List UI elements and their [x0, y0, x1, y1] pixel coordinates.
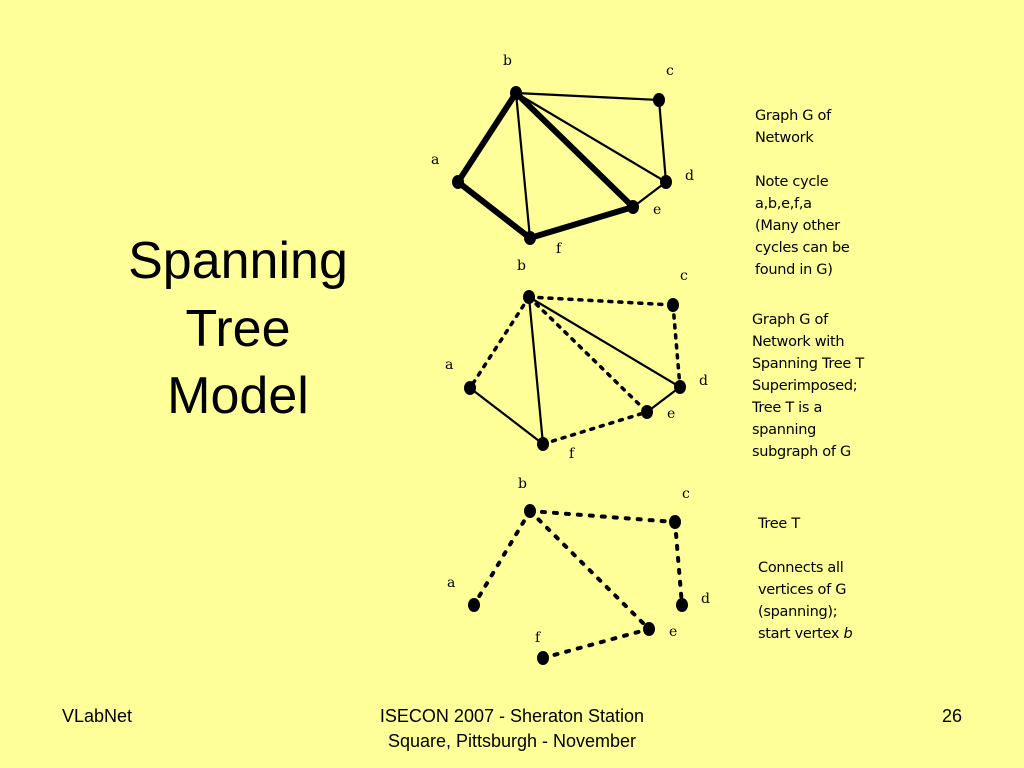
vertex-label-d: d [685, 168, 694, 184]
edge-d-e [646, 386, 681, 413]
vertex-c [669, 515, 681, 529]
vertex-c [653, 93, 665, 107]
note-line: found in G) [755, 262, 833, 278]
vertex-label-c: c [680, 268, 688, 284]
edge-f-e [529, 204, 634, 241]
vertex-label-a: a [445, 357, 453, 373]
vertex-label-d: d [699, 373, 708, 389]
edge-b-d [528, 296, 681, 388]
note-tree-t: Tree T Connects all vertices of G (spann… [758, 513, 853, 645]
vertex-f [537, 437, 549, 451]
edge-c-d [657, 99, 668, 183]
vertex-d [676, 598, 688, 612]
edge-b-a [468, 295, 531, 390]
note-line: Connects all [758, 560, 844, 576]
vertex-label-e: e [669, 624, 677, 640]
edge-b-d [515, 92, 667, 183]
edge-c-d [671, 303, 682, 389]
edge-c-d [673, 520, 684, 607]
note-line: Network [755, 130, 814, 146]
vertex-d [660, 175, 672, 189]
edge-b-f [514, 92, 532, 239]
note-graph-with-tree: Graph G of Network with Spanning Tree T … [752, 309, 864, 463]
vertex-a [452, 175, 464, 189]
vertex-b [524, 504, 536, 518]
title-line-2: Tree [185, 299, 291, 358]
note-line: vertices of G [758, 582, 847, 598]
note-line: Network with [752, 334, 845, 350]
footer-event-line-1: ISECON 2007 - Sheraton Station [379, 706, 645, 726]
vertex-label-f: f [569, 446, 576, 462]
edge-b-e [528, 509, 651, 631]
vertex-e [643, 622, 655, 636]
edge-b-e [527, 295, 649, 414]
note-graph-g: Graph G of Network Note cycle a,b,e,f,a … [755, 105, 850, 281]
edge-b-f [527, 296, 545, 445]
edge-b-c [515, 91, 660, 102]
tree-t-diagram: a b c d e f [447, 476, 710, 665]
vertex-label-c: c [666, 63, 674, 79]
note-line: start vertex b [758, 623, 853, 645]
edge-d-e [632, 181, 667, 208]
vertex-label-c: c [682, 486, 690, 502]
edge-a-f [456, 179, 532, 241]
edge-f-e [541, 627, 651, 660]
edge-b-a [455, 91, 519, 184]
footer-event-line-2: Square, Pittsburgh - November [387, 731, 637, 751]
vertex-label-a: a [447, 575, 455, 591]
note-line: Tree T is a [752, 400, 823, 416]
vertex-label-a: a [431, 152, 439, 168]
graph-g-diagram: a b c d e f [431, 53, 694, 257]
edge-a-f [469, 387, 544, 445]
note-line: (spanning); [758, 604, 838, 620]
vertex-b [510, 86, 522, 100]
note-line: Tree T [758, 516, 800, 532]
vertex-label-d: d [701, 591, 710, 607]
vertex-d [674, 380, 686, 394]
vertex-label-b: b [517, 258, 526, 274]
vertex-label-e: e [667, 406, 675, 422]
vertex-label-f: f [535, 630, 542, 646]
note-line: cycles can be [755, 240, 850, 256]
graph-with-tree-diagram: a b c d e f [445, 258, 708, 462]
start-vertex-label: b [843, 626, 853, 642]
edge-b-a [472, 509, 532, 607]
note-line: (Many other [755, 218, 840, 234]
vertex-f [524, 231, 536, 245]
edge-b-c [528, 509, 677, 524]
note-line: Graph G of [752, 312, 828, 328]
note-line: Graph G of [755, 108, 831, 124]
footer-author: VLabNet [62, 706, 133, 726]
vertex-e [627, 200, 639, 214]
slide-title: Spanning Tree Model [88, 228, 388, 431]
footer-event: ISECON 2007 - Sheraton Station Square, P… [312, 704, 712, 754]
vertex-label-b: b [503, 53, 512, 69]
title-line-3: Model [167, 367, 309, 426]
vertex-c [667, 298, 679, 312]
vertex-label-e: e [653, 202, 661, 218]
note-line: a,b,e,f,a [755, 196, 812, 212]
page-number: 26 [941, 706, 962, 726]
vertex-b [523, 290, 535, 304]
note-line: Superimposed; [752, 378, 858, 394]
vertex-a [468, 598, 480, 612]
vertex-label-f: f [556, 241, 563, 257]
edge-b-c [527, 295, 675, 307]
vertex-e [641, 405, 653, 419]
vertex-a [464, 381, 476, 395]
note-line: subgraph of G [752, 444, 851, 460]
note-line: Note cycle [755, 174, 829, 190]
note-line-prefix: start vertex [758, 626, 844, 642]
edge-b-e [513, 90, 636, 210]
vertex-label-b: b [518, 476, 527, 492]
title-line-1: Spanning [128, 232, 348, 290]
edge-f-e [541, 410, 649, 446]
note-line: Spanning Tree T [752, 356, 864, 372]
vertex-f [537, 651, 549, 665]
note-line: spanning [752, 422, 817, 438]
